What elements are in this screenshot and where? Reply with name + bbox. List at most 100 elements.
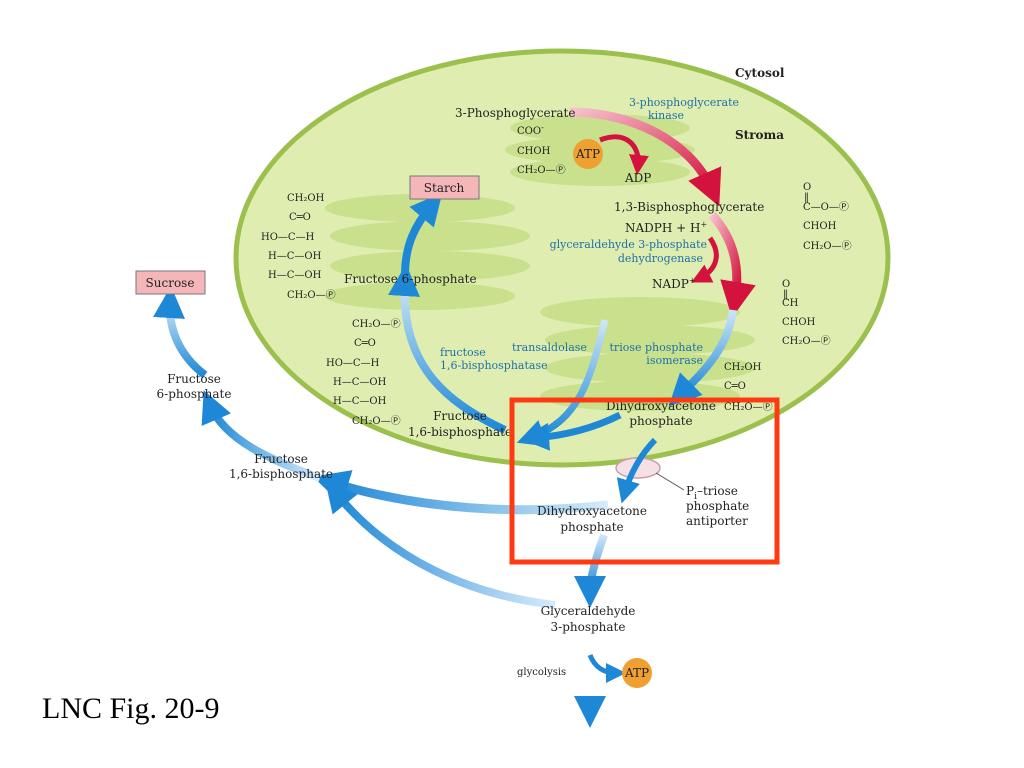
bpg-label: 1,3-Bisphosphoglycerate xyxy=(614,200,764,214)
gap-structure-line: CHOH xyxy=(782,317,816,328)
nadp-text: NADP xyxy=(652,277,689,291)
bpg-structure-line: CHOH xyxy=(803,221,837,232)
pga-structure-sup: - xyxy=(541,123,544,132)
dhap-stroma-label-2: phosphate xyxy=(629,414,692,428)
f6p-structure-line: H—C—OH xyxy=(268,251,322,262)
starch-label: Starch xyxy=(424,181,465,195)
tpi-label-2: isomerase xyxy=(646,354,703,367)
tpi-label-1: triose phosphate xyxy=(610,341,703,354)
arrow-atp-to-adp xyxy=(599,134,649,175)
bpg-structure-line: CH₂O—Ⓟ xyxy=(803,240,852,252)
stroma-label: Stroma xyxy=(735,128,784,142)
sucrose-label: Sucrose xyxy=(146,276,195,290)
transaldolase-label: transaldolase xyxy=(512,341,587,354)
arrow-gap-to-fbp-cyt xyxy=(324,479,556,609)
arrow-fbp-to-f6p-stroma xyxy=(388,264,507,434)
figure-caption: LNC Fig. 20-9 xyxy=(42,692,220,725)
arrow-f6p-to-sucrose xyxy=(153,286,208,379)
antiporter-pointer xyxy=(655,472,685,491)
nadph-sup: + xyxy=(700,220,707,229)
dhap-structure-line: CH₂O—Ⓟ xyxy=(724,401,773,413)
atp-top-label: ATP xyxy=(575,147,600,161)
gapdh-label-1: glyceraldehyde 3-phosphate xyxy=(550,238,707,251)
pgk-label-1: 3-phosphoglycerate xyxy=(629,96,739,109)
gap-structure-line: O xyxy=(782,279,790,290)
dhap-cyt-label-2: phosphate xyxy=(560,520,623,534)
atp-bottom-label: ATP xyxy=(624,666,649,680)
nadp-label: NADP+ xyxy=(652,276,696,291)
cytosol-label: Cytosol xyxy=(735,66,785,80)
pga-structure: COO- CHOH CH₂O—Ⓟ xyxy=(517,123,566,176)
sucrose-box xyxy=(135,270,206,295)
nadp-sup: + xyxy=(689,276,696,285)
f6p-cyt-label-1: Fructose xyxy=(167,372,221,386)
gap-structure: O ‖ CH CHOH CH₂O—Ⓟ xyxy=(782,279,831,347)
gapdh-label-2: dehydrogenase xyxy=(618,252,703,265)
pga-structure-line: CH₂O—Ⓟ xyxy=(517,164,566,176)
dhap-cyt-label-1: Dihydroxyacetone xyxy=(537,504,647,518)
fbp-structure-line: HO—C—H xyxy=(326,358,380,369)
antiporter-label-1: Pi–triose xyxy=(686,484,738,502)
fbpase-label-2: 1,6-bisphosphatase xyxy=(440,359,548,372)
fbp-stroma-label-1: Fructose xyxy=(433,409,487,423)
pga-structure-line: COO- xyxy=(517,123,544,137)
fbp-structure-line: CH₂O—Ⓟ xyxy=(352,318,401,330)
f6p-structure-line: C═O xyxy=(289,212,311,223)
dhap-structure: CH₂OH C═O CH₂O—Ⓟ xyxy=(724,362,773,413)
bpg-structure: O ‖ C—O—Ⓟ CHOH CH₂O—Ⓟ xyxy=(803,182,852,252)
glycolysis-label: glycolysis xyxy=(517,667,566,678)
gap-structure-line: CH xyxy=(782,298,799,309)
arrow-dhap-to-fbp xyxy=(521,411,622,451)
gap-label-1: Glyceraldehyde xyxy=(541,604,636,618)
f6p-structure-line: CH₂OH xyxy=(287,193,325,204)
highlight-box xyxy=(509,397,780,565)
f6p-structure-line: CH₂O—Ⓟ xyxy=(287,289,336,301)
antiporter-rest: –triose xyxy=(697,484,738,498)
fbp-structure-line: C═O xyxy=(354,338,376,349)
gap-structure-line: ‖ xyxy=(783,289,788,300)
arrow-gap-to-dhap xyxy=(668,309,737,407)
pga-structure-line: CHOH xyxy=(517,146,551,157)
antiporter-sub: i xyxy=(694,492,697,502)
nadph-label: NADPH + H+ xyxy=(625,220,707,235)
adp-label: ADP xyxy=(624,171,651,185)
arrow-dhap-to-fbp-cyt xyxy=(312,470,609,515)
fbp-structure-line: CH₂O—Ⓟ xyxy=(352,415,401,427)
pga-label: 3-Phosphoglycerate xyxy=(455,106,575,120)
fbp-cyt-label-2: 1,6-bisphosphate xyxy=(229,467,333,481)
bpg-structure-line: O xyxy=(803,182,811,193)
antiporter-label-2: phosphate xyxy=(686,499,749,513)
gap-label-2: 3-phosphate xyxy=(551,620,626,634)
atp-bottom-circle xyxy=(622,658,652,688)
arrow-bpg-to-gap xyxy=(708,211,756,318)
arrow-fbp-to-f6p-cyt xyxy=(201,390,322,482)
fbpase-label-1: fructose xyxy=(440,346,486,359)
fbp-structure-line: H—C—OH xyxy=(333,377,387,388)
arrow-to-atp-bottom xyxy=(587,653,626,683)
arrow-f6p-to-starch xyxy=(401,192,443,276)
gap-structure-line: CH₂O—Ⓟ xyxy=(782,335,831,347)
fbp-cyt-label-1: Fructose xyxy=(254,452,308,466)
atp-top-circle xyxy=(573,139,603,169)
arrow-dhap-to-gap-cyt xyxy=(574,533,608,608)
pgk-label-2: kinase xyxy=(648,109,684,122)
f6p-structure: CH₂OH C═O HO—C—H H—C—OH H—C—OH CH₂O—Ⓟ xyxy=(261,193,336,301)
f6p-structure-line: H—C—OH xyxy=(268,270,322,281)
bpg-structure-line: ‖ xyxy=(804,192,809,203)
nadph-text: NADPH + H xyxy=(625,221,700,235)
fbp-structure-line: H—C—OH xyxy=(333,396,387,407)
fbp-structure: CH₂O—Ⓟ C═O HO—C—H H—C—OH H—C—OH CH₂O—Ⓟ xyxy=(326,318,401,427)
arrow-nadph-to-nadp xyxy=(691,236,719,283)
f6p-stroma-label: Fructose 6-phosphate xyxy=(344,272,477,286)
f6p-structure-line: HO—C—H xyxy=(261,232,315,243)
arrow-dhap-export xyxy=(616,437,658,504)
dhap-structure-line: C═O xyxy=(724,381,746,392)
arrow-pga-to-bpg xyxy=(569,107,722,207)
antiporter-p: P xyxy=(686,484,694,498)
starch-box xyxy=(409,175,480,200)
dhap-structure-line: CH₂OH xyxy=(724,362,762,373)
bpg-structure-line: C—O—Ⓟ xyxy=(803,201,849,213)
fbp-stroma-label-2: 1,6-bisphosphate xyxy=(408,425,512,439)
antiporter-label-3: antiporter xyxy=(686,514,748,528)
